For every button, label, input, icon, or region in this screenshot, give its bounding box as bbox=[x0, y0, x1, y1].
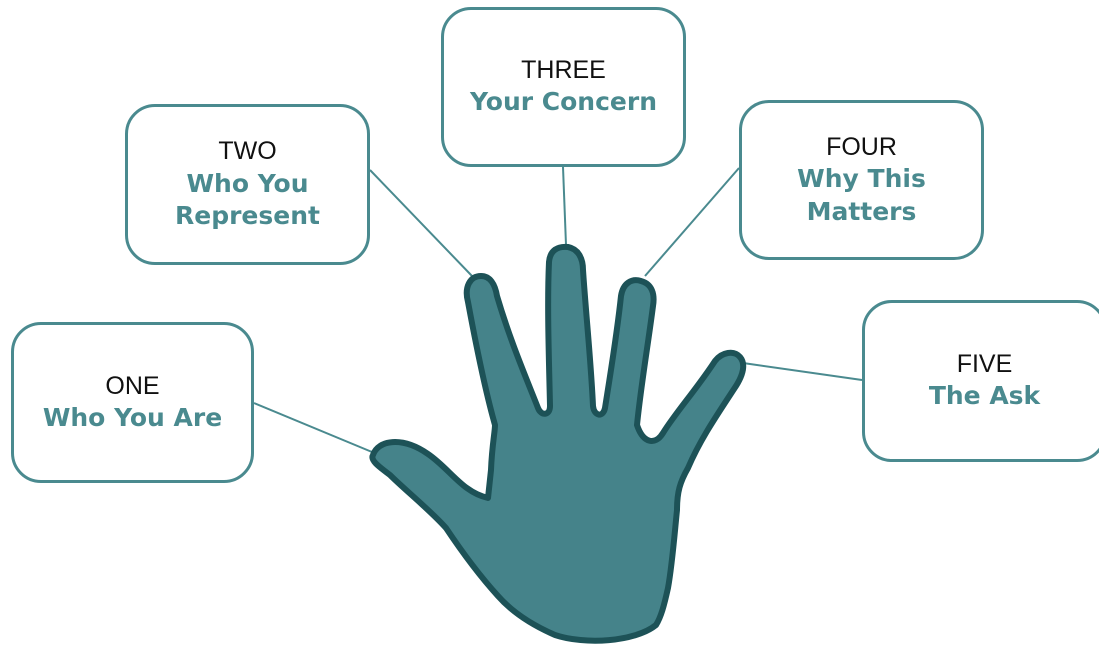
step-label: Your Concern bbox=[469, 87, 658, 117]
step-number: TWO bbox=[218, 137, 277, 166]
connector-three bbox=[562, 166, 567, 246]
step-box-five: FIVE The Ask bbox=[862, 300, 1099, 462]
connector-five bbox=[742, 362, 863, 381]
step-label: The Ask bbox=[928, 381, 1041, 411]
step-number: ONE bbox=[105, 371, 160, 400]
connector-four bbox=[644, 167, 740, 277]
connector-one bbox=[253, 402, 373, 453]
connector-two bbox=[369, 169, 473, 277]
step-label: Who You Represent bbox=[175, 168, 320, 231]
step-label: Why This Matters bbox=[797, 164, 926, 226]
connector-lines bbox=[253, 166, 863, 453]
step-box-two: TWO Who You Represent bbox=[125, 104, 370, 265]
step-label: Who You Are bbox=[42, 402, 223, 432]
step-box-one: ONE Who You Are bbox=[11, 322, 254, 483]
step-box-three: THREE Your Concern bbox=[441, 7, 686, 167]
step-box-four: FOUR Why This Matters bbox=[739, 100, 984, 260]
step-number: FIVE bbox=[956, 350, 1013, 379]
hand-icon bbox=[369, 243, 747, 644]
step-number: FOUR bbox=[826, 132, 897, 161]
step-number: THREE bbox=[521, 56, 606, 85]
